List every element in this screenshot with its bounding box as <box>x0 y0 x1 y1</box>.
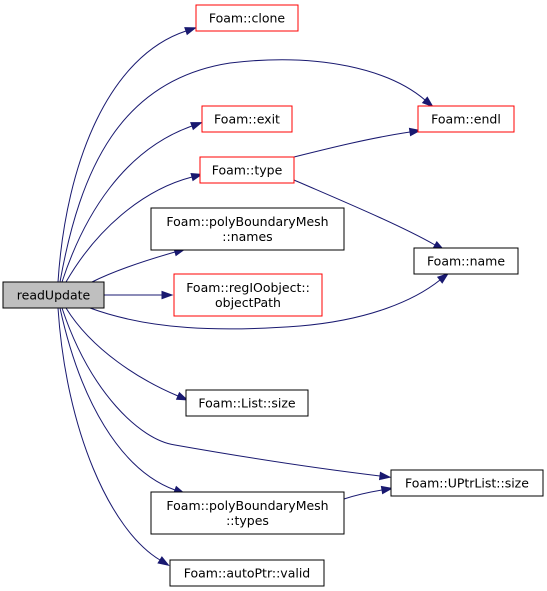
edge-line <box>57 30 187 283</box>
edge-line <box>91 251 176 283</box>
edge-readUpdate-to-listSize <box>65 307 189 401</box>
arrowhead <box>378 471 392 481</box>
node-box <box>390 469 544 497</box>
arrowhead <box>408 127 422 137</box>
edge-line <box>65 307 179 397</box>
edge-line <box>293 179 436 246</box>
node-label: Foam::type <box>212 163 283 178</box>
edge-line <box>57 307 161 561</box>
edge-line <box>59 59 426 283</box>
edge-type-to-endl <box>293 127 422 158</box>
arrowhead <box>190 122 203 131</box>
arrowhead <box>157 556 170 567</box>
node-valid[interactable]: Foam::autoPtr::valid <box>169 559 325 587</box>
node-label: Foam::name <box>427 254 505 269</box>
node-label: Foam::polyBoundaryMesh <box>166 498 328 513</box>
node-box <box>150 207 345 251</box>
node-label: Foam::exit <box>214 112 280 127</box>
node-label: ::names <box>222 229 272 244</box>
node-uptrSize[interactable]: Foam::UPtrList::size <box>390 469 544 497</box>
node-label: readUpdate <box>17 288 91 303</box>
node-endl[interactable]: Foam::endl <box>417 105 515 133</box>
node-clone[interactable]: Foam::clone <box>195 4 299 32</box>
edge-readUpdate-to-exit <box>61 122 203 283</box>
arrowhead <box>175 391 189 401</box>
edge-line <box>59 307 176 491</box>
node-box <box>150 491 345 535</box>
node-box <box>173 273 323 317</box>
node-box <box>413 247 519 275</box>
edge-line <box>343 489 383 500</box>
node-label: Foam::endl <box>431 112 501 127</box>
edge-readUpdate-to-type <box>65 172 204 283</box>
arrowhead <box>421 96 434 108</box>
edge-types-to-uptrSize <box>343 485 394 500</box>
arrowhead <box>161 290 174 300</box>
node-exit[interactable]: Foam::exit <box>201 105 293 133</box>
node-objectPath[interactable]: Foam::regIOobject::objectPath <box>173 273 323 317</box>
node-names[interactable]: Foam::polyBoundaryMesh::names <box>150 207 345 251</box>
edge-readUpdate-to-name <box>89 272 450 330</box>
node-box <box>201 105 293 133</box>
edge-readUpdate-to-uptrSize <box>61 307 392 481</box>
node-box <box>199 156 295 184</box>
edges-layer <box>57 27 450 567</box>
edge-line <box>65 176 193 283</box>
edge-readUpdate-to-clone <box>57 27 197 283</box>
node-box <box>185 389 309 417</box>
edge-readUpdate-to-types <box>59 307 186 495</box>
node-label: Foam::UPtrList::size <box>405 476 529 491</box>
edge-line <box>89 279 441 330</box>
node-listSize[interactable]: Foam::List::size <box>185 389 309 417</box>
node-readUpdate[interactable]: readUpdate <box>2 281 105 309</box>
edge-readUpdate-to-objectPath <box>104 290 174 300</box>
node-label: Foam::clone <box>209 11 286 26</box>
node-box <box>2 281 105 309</box>
edge-readUpdate-to-endl <box>59 59 434 283</box>
node-box <box>169 559 325 587</box>
node-box <box>195 4 299 32</box>
node-label: Foam::List::size <box>198 396 295 411</box>
node-label: ::types <box>226 513 269 528</box>
node-name[interactable]: Foam::name <box>413 247 519 275</box>
edge-line <box>293 131 411 158</box>
edge-readUpdate-to-names <box>91 247 187 283</box>
edge-line <box>61 307 381 477</box>
node-label: Foam::autoPtr::valid <box>184 566 311 581</box>
arrowhead <box>190 172 204 182</box>
node-types[interactable]: Foam::polyBoundaryMesh::types <box>150 491 345 535</box>
node-label: objectPath <box>215 295 281 310</box>
edge-readUpdate-to-valid <box>57 307 170 567</box>
arrowhead <box>436 272 450 284</box>
edge-line <box>61 125 193 283</box>
node-label: Foam::regIOobject:: <box>186 280 310 295</box>
node-label: Foam::polyBoundaryMesh <box>166 214 328 229</box>
node-box <box>417 105 515 133</box>
node-type[interactable]: Foam::type <box>199 156 295 184</box>
arrowhead <box>184 27 197 36</box>
arrowhead <box>380 485 394 495</box>
